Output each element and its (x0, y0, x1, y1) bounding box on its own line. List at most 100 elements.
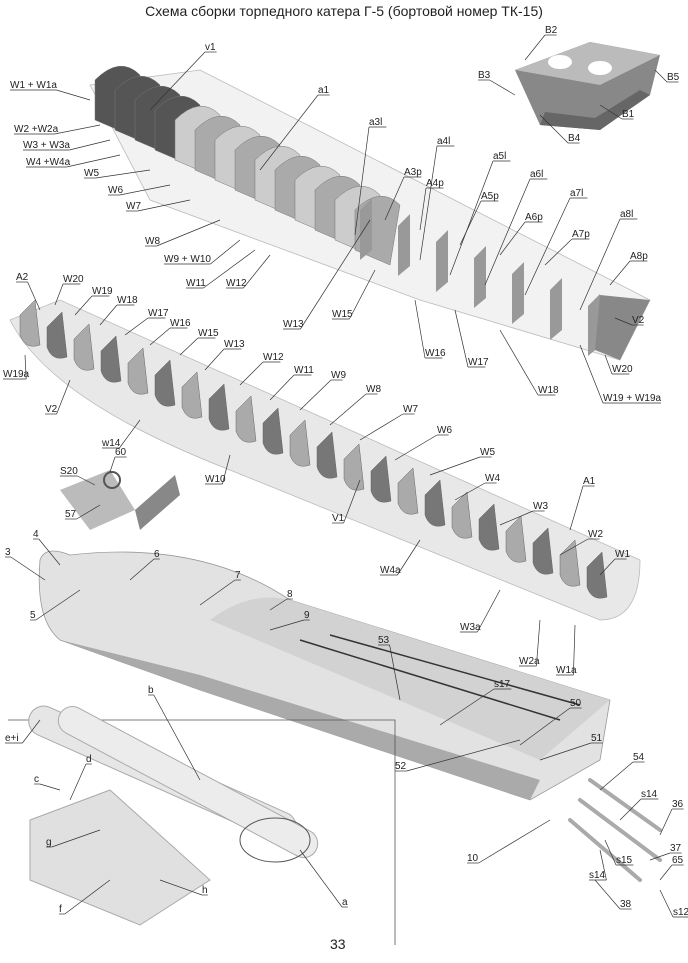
leader-line (156, 219, 221, 247)
leader-line (499, 510, 534, 526)
part-label: V2 (45, 404, 58, 415)
part-label: W9 (331, 370, 346, 381)
part-label: W11 (186, 278, 206, 289)
leader-line (649, 852, 671, 861)
part-label: A2 (16, 272, 29, 283)
leader-line (477, 589, 501, 633)
part-label: s12 (673, 907, 688, 918)
leader-line (299, 379, 332, 411)
part-label: a4l (437, 136, 450, 147)
leader-line (38, 538, 61, 566)
leader-line (269, 619, 305, 631)
bottom-frame-part (9, 299, 641, 621)
part-label: a5l (493, 151, 506, 162)
part-label: 10 (467, 853, 479, 864)
leader-line (124, 317, 149, 336)
leader-line (569, 485, 584, 531)
leader-line (599, 558, 616, 576)
leader-line (35, 589, 81, 621)
part-label: 7 (235, 570, 241, 581)
leader-line (269, 598, 288, 611)
leader-line (129, 558, 155, 581)
part-label: 9 (304, 610, 310, 621)
leader-line (149, 327, 171, 346)
leader-line (394, 434, 438, 461)
leader-line (489, 79, 516, 96)
leader-line (27, 281, 41, 311)
part-label: W3 (533, 501, 548, 512)
part-label: W4a (380, 565, 401, 576)
leader-line (269, 374, 295, 401)
part-label: W6 (108, 185, 123, 196)
leader-line (74, 295, 93, 316)
part-label: W19 (92, 286, 113, 297)
leader-line (619, 798, 642, 821)
part-label: 4 (33, 529, 39, 540)
page-title: Схема сборки торпедного катера Г-5 (борт… (145, 3, 543, 19)
leader-line (243, 254, 271, 289)
part-label: w14 (101, 438, 121, 449)
part-label: B3 (478, 70, 491, 81)
part-label: W17 (148, 308, 169, 319)
part-label: A3p (404, 167, 422, 178)
bridge-part (515, 42, 660, 130)
part-label: W11 (294, 365, 314, 376)
part-label: B5 (667, 72, 680, 83)
part-label: A8p (630, 251, 648, 262)
leader-line (54, 124, 101, 135)
leader-line (76, 504, 101, 520)
part-label: h (202, 885, 208, 896)
part-label: B2 (545, 25, 558, 36)
leader-line (329, 393, 367, 426)
part-label: W16 (425, 348, 446, 359)
leader-line (454, 309, 469, 368)
leader-line (524, 34, 546, 61)
leader-line (56, 379, 71, 415)
part-label: W13 (283, 319, 304, 330)
part-label: W12 (226, 278, 247, 289)
leader-line (384, 176, 405, 221)
leader-line (259, 94, 319, 171)
leader-line (524, 197, 571, 296)
part-label: W13 (224, 339, 245, 350)
leader-line (95, 169, 151, 179)
leader-line (99, 304, 118, 326)
part-label: W17 (468, 357, 489, 368)
part-label: W3a (460, 622, 481, 633)
part-label: W16 (170, 318, 191, 329)
leader-line (439, 688, 495, 726)
leader-line (579, 344, 604, 404)
leader-line (519, 707, 571, 746)
part-label: W19a (3, 369, 30, 380)
part-label: 65 (672, 855, 684, 866)
leader-line (343, 479, 361, 524)
part-label: A4p (426, 178, 444, 189)
leader-line (69, 763, 87, 801)
part-label: s14 (589, 870, 606, 881)
part-label: A7p (572, 229, 590, 240)
part-label: B1 (622, 109, 635, 120)
leader-line (659, 808, 673, 836)
part-label: 8 (287, 589, 293, 600)
part-label: W20 (63, 274, 84, 285)
leader-line (604, 839, 617, 866)
part-label: s15 (616, 855, 633, 866)
leader-line (39, 783, 61, 791)
part-label: A1 (583, 476, 596, 487)
part-label: 51 (591, 733, 603, 744)
leader-line (349, 269, 376, 320)
part-label: W1 + W1a (10, 80, 57, 91)
part-label: V2 (632, 315, 645, 326)
leader-line (24, 354, 27, 380)
leader-line (77, 475, 96, 486)
part-label: 3 (5, 547, 11, 558)
leader-line (153, 694, 201, 781)
part-label: W15 (332, 309, 353, 320)
leader-line (359, 413, 404, 441)
leader-line (203, 249, 256, 289)
part-label: 5 (30, 610, 36, 621)
part-label: a3l (369, 117, 382, 128)
leader-line (594, 879, 621, 910)
leader-line (54, 283, 64, 306)
